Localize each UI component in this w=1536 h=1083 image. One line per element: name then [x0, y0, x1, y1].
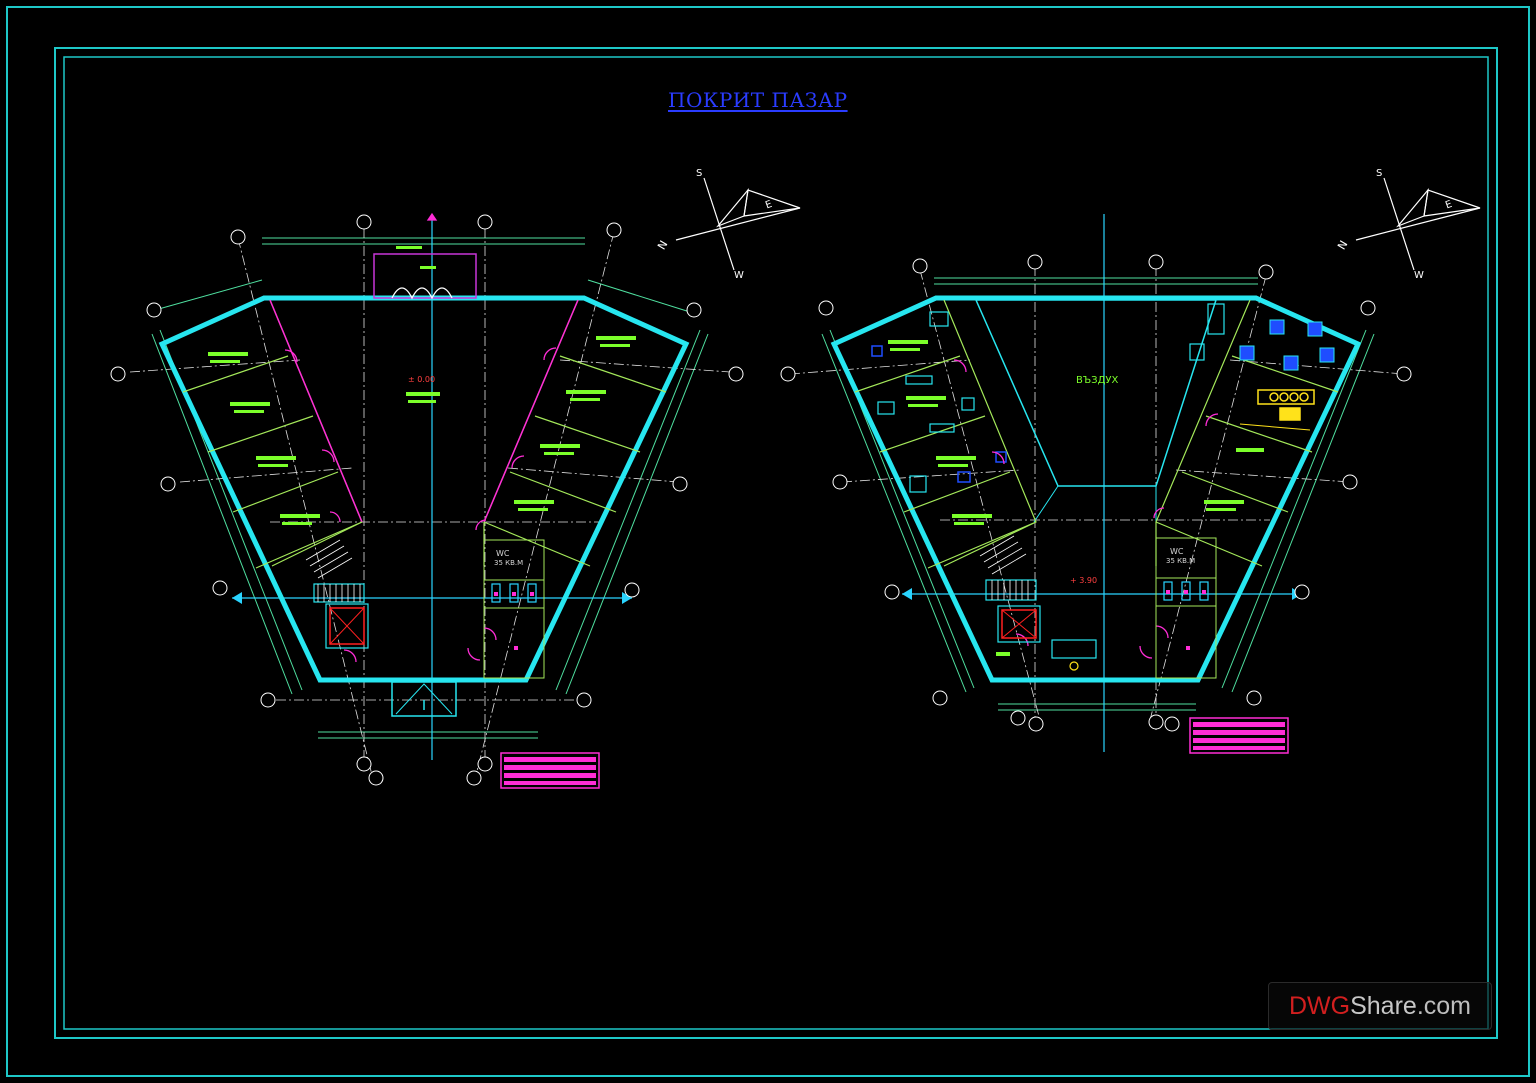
- right-office-furniture: [871, 345, 1007, 483]
- compass-right-south: S: [1376, 168, 1382, 179]
- drawing-title: ПОКРИТ ПАЗАР: [668, 88, 848, 112]
- left-east-shop-partitions: [483, 355, 667, 567]
- right-staircase: [979, 535, 1037, 601]
- left-west-shop-partitions: [182, 355, 363, 569]
- left-shaft: [329, 607, 365, 645]
- left-section-marker-w: [232, 592, 242, 604]
- right-kitchen-stove: [1257, 389, 1315, 421]
- right-void-label: ВЪЗДУХ: [1076, 375, 1119, 386]
- right-void-outline: [974, 299, 1218, 487]
- right-wc-area: 35 КВ.М: [1166, 557, 1195, 565]
- right-wc-block: [1155, 537, 1217, 679]
- left-title-block: [500, 752, 600, 789]
- right-floor-plan: ВЪЗДУХ + 3.90 WC 35 КВ.М: [780, 214, 1412, 754]
- left-section-marker-e: [622, 592, 632, 604]
- inner-frame-1: [54, 47, 1498, 1039]
- right-dimension-lines: [821, 277, 1375, 711]
- compass-left: N W E S: [655, 168, 801, 281]
- watermark-part-com: .com: [1416, 991, 1471, 1020]
- left-outer-wall: [158, 295, 690, 683]
- right-title-block: [1189, 717, 1289, 754]
- left-floor-plan: ± 0.00 WC 35 КВ.М: [110, 212, 744, 789]
- watermark-part-share: Share: [1350, 991, 1417, 1020]
- left-wc-label: WC: [496, 549, 510, 558]
- left-wc-block: [483, 539, 545, 679]
- left-axis-bubbles: [110, 214, 744, 786]
- left-shop-labels: [208, 246, 636, 525]
- right-wc-label: WC: [1170, 547, 1184, 556]
- watermark-part-dwg: DWG: [1288, 991, 1351, 1020]
- compass-right-west: W: [1414, 270, 1424, 281]
- left-staircase: [305, 539, 365, 603]
- left-grid-axes: [129, 228, 731, 776]
- right-cafe-tables: [1239, 319, 1335, 371]
- right-room-labels: [888, 340, 1264, 656]
- right-axis-bubbles: [780, 254, 1412, 732]
- compass-left-east: E: [764, 199, 774, 212]
- compass-left-west: W: [734, 270, 744, 281]
- left-south-entrance: [391, 681, 457, 717]
- compass-right-east: E: [1444, 199, 1454, 212]
- right-info-desk: [1051, 639, 1097, 659]
- left-north-doors: [391, 287, 453, 300]
- compass-left-north: N: [655, 238, 670, 252]
- right-door-swings: [953, 359, 1219, 659]
- right-outer-wall: [830, 295, 1362, 683]
- left-east-shops-inner-wall: [483, 299, 579, 566]
- right-level-mark: + 3.90: [1070, 576, 1097, 585]
- right-partitions: [854, 355, 1339, 569]
- outer-frame: [6, 6, 1530, 1077]
- left-wc-area: 35 КВ.М: [494, 559, 523, 567]
- left-west-shops-inner-wall: [269, 299, 363, 567]
- left-north-canopy: [373, 253, 477, 299]
- left-door-swings: [284, 212, 557, 663]
- compass-left-south: S: [696, 168, 702, 179]
- compass-right-north: N: [1335, 238, 1350, 252]
- inner-frame-2: [63, 56, 1489, 1030]
- compass-right: N W E S: [1335, 168, 1481, 281]
- left-level-mark: ± 0.00: [408, 375, 435, 384]
